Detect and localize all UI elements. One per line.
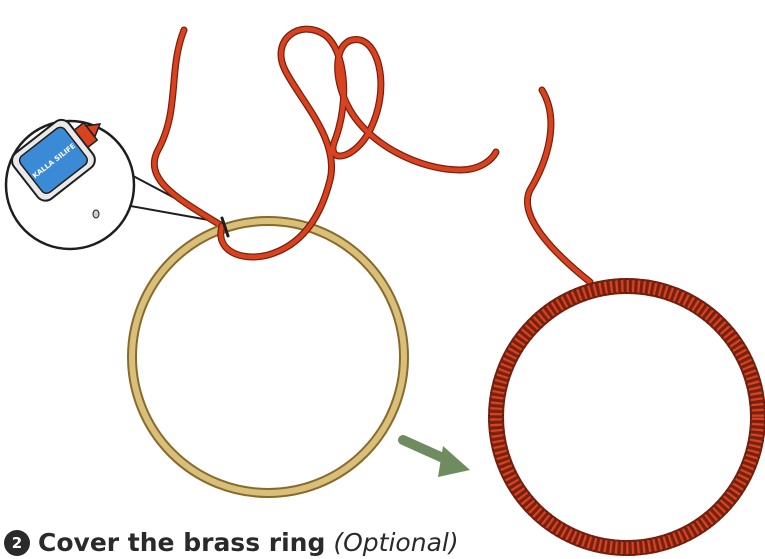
glue-drop xyxy=(93,210,99,218)
wrapped-ring xyxy=(496,90,758,548)
arrow-right-icon xyxy=(403,440,470,477)
step-title: Cover the brass ring xyxy=(38,528,325,557)
glue-callout: KALLA SILIFE xyxy=(6,101,220,249)
step-number-badge: 2 xyxy=(4,530,30,556)
step-note: (Optional) xyxy=(333,528,458,557)
step-caption: 2 Cover the brass ring (Optional) xyxy=(4,528,459,557)
brass-ring-with-cord xyxy=(132,29,496,493)
